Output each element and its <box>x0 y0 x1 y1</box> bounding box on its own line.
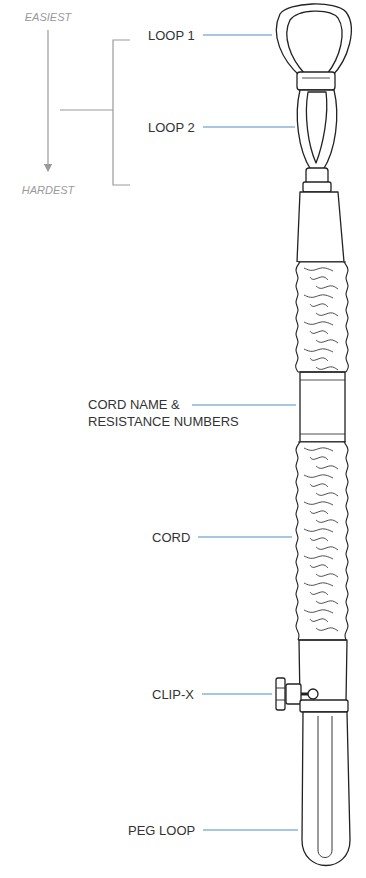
ruffle-fold <box>304 556 333 559</box>
ruffle-fold <box>304 295 333 298</box>
ruffle-fold <box>304 475 333 478</box>
ruffle-fold <box>316 313 338 316</box>
part-label: CORD NAME & RESISTANCE NUMBERS <box>88 396 248 430</box>
ruffle-fold <box>310 538 328 541</box>
ruffle-fold <box>304 448 333 451</box>
ruffle-fold <box>316 340 338 343</box>
ruffle-fold <box>310 511 328 514</box>
ruffle-edge <box>298 371 346 372</box>
ruffle-fold <box>310 304 328 307</box>
cord-body <box>276 4 351 866</box>
ruffle-edge <box>296 262 300 372</box>
ruffle-fold <box>310 592 328 595</box>
ruffle-edge <box>344 262 348 372</box>
ruffle-edge <box>296 442 300 640</box>
ruffle-edge <box>298 261 346 262</box>
ruffle-fold <box>310 277 328 280</box>
scale-label: HARDEST <box>20 182 76 199</box>
difficulty-bracket <box>48 30 130 185</box>
part-label: CORD <box>152 529 190 546</box>
ruffle-fold <box>310 565 328 568</box>
ruffle-fold <box>316 286 338 289</box>
ruffle-fold <box>304 610 333 613</box>
ruffle-fold <box>316 493 338 496</box>
ruffle-edge <box>298 639 346 640</box>
ruffle-fold <box>304 529 333 532</box>
ruffle-fold <box>310 358 328 361</box>
part-label: LOOP 2 <box>148 119 195 136</box>
ruffle-edge <box>344 442 348 640</box>
ruffle-fold <box>316 628 338 631</box>
ruffle-fold <box>310 331 328 334</box>
part-label: LOOP 1 <box>148 27 195 44</box>
ruffle-fold <box>310 619 328 622</box>
ruffle-fold <box>316 466 338 469</box>
part-label: CLIP-X <box>152 686 194 703</box>
part-label: PEG LOOP <box>128 822 195 839</box>
ruffle-fold <box>304 502 333 505</box>
ruffle-fold <box>304 583 333 586</box>
ruffle-fold <box>310 484 328 487</box>
cord-ruffles <box>296 262 349 640</box>
ruffle-fold <box>316 367 338 370</box>
ruffle-fold <box>310 457 328 460</box>
ruffle-fold <box>304 349 333 352</box>
ruffle-fold <box>316 547 338 550</box>
ruffle-fold <box>304 322 333 325</box>
ruffle-fold <box>316 574 338 577</box>
ruffle-fold <box>304 268 333 271</box>
ruffle-fold <box>316 601 338 604</box>
scale-label: EASIEST <box>20 9 76 26</box>
leader-lines <box>192 35 298 830</box>
ruffle-fold <box>316 520 338 523</box>
ruffle-edge <box>298 441 346 442</box>
